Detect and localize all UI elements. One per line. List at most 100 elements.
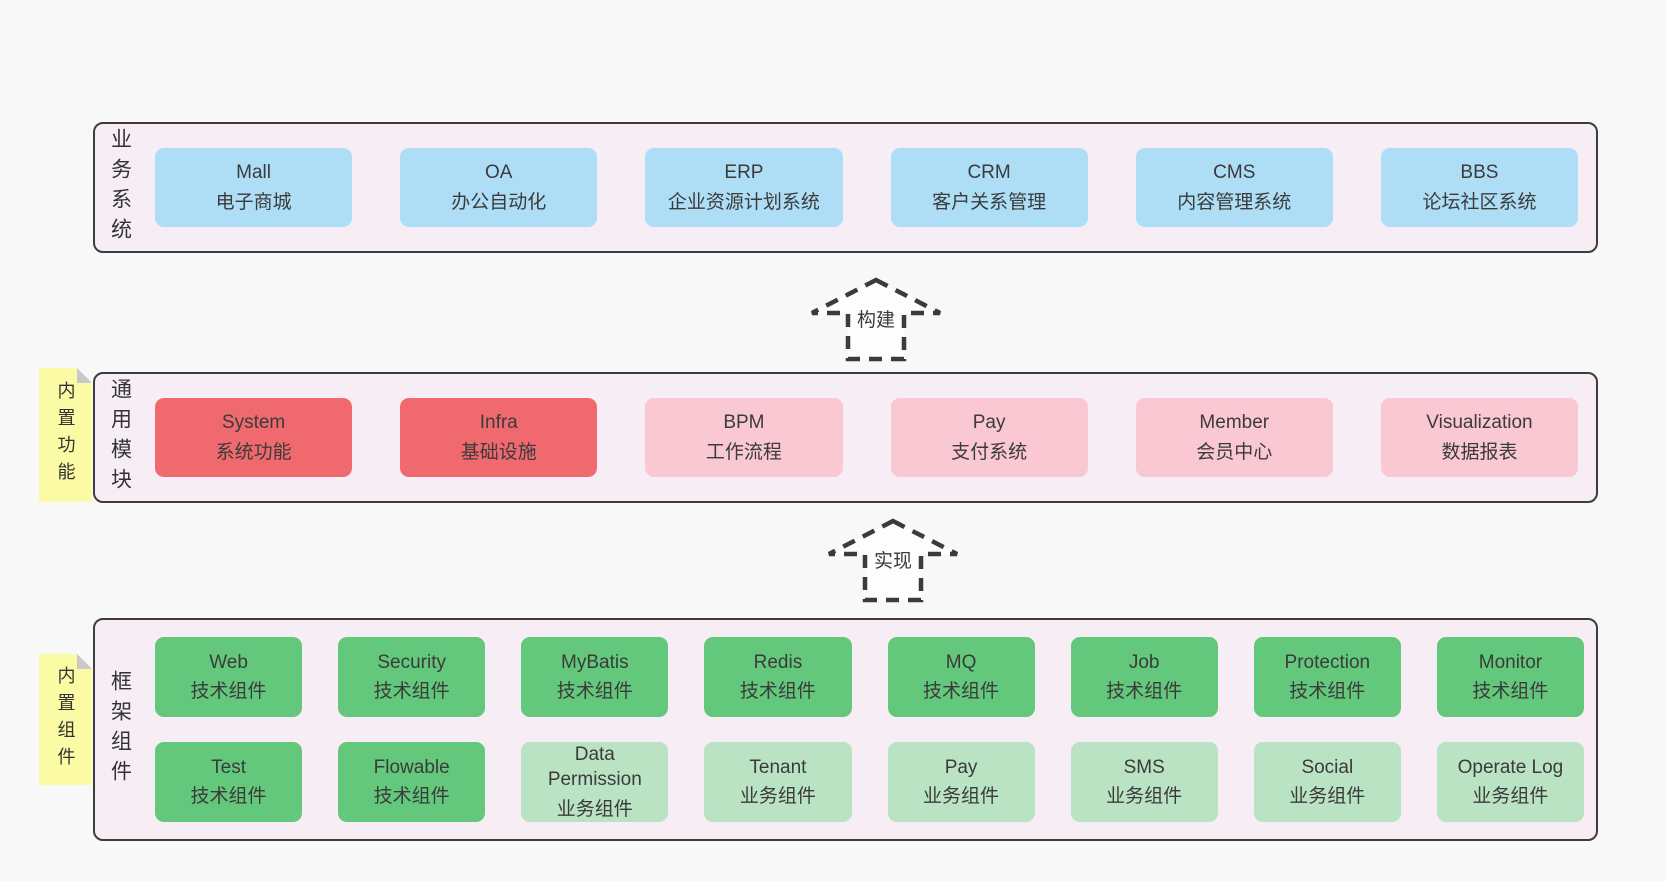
box-subtitle: 技术组件 [739, 681, 816, 702]
box-erp: ERP 企业资源计划系统 [645, 148, 843, 227]
box-title: Mall [236, 161, 271, 183]
sticky-note-text: 内置组件 [55, 665, 76, 774]
box-subtitle: 系统功能 [215, 442, 292, 463]
box-subtitle: 业务组件 [1472, 786, 1549, 807]
box-title: System [221, 411, 286, 433]
box-subtitle: 基础设施 [460, 442, 537, 463]
box-subtitle: 业务组件 [923, 786, 1000, 807]
box-title: Security [377, 651, 446, 673]
box-bpm: BPM 工作流程 [645, 398, 843, 477]
box-member: Member 会员中心 [1135, 398, 1333, 477]
box-security: Security 技术组件 [338, 637, 486, 717]
box-subtitle: 数据报表 [1441, 442, 1518, 463]
box-subtitle: 业务组件 [1106, 786, 1183, 807]
box-flowable: Flowable 技术组件 [338, 742, 486, 822]
framework-components-row-2: Test 技术组件 Flowable 技术组件 Data Permission … [155, 742, 1584, 822]
box-subtitle: 技术组件 [190, 681, 267, 702]
box-infra: Infra 基础设施 [400, 398, 598, 477]
box-pay: Pay 支付系统 [890, 398, 1088, 477]
box-web: Web 技术组件 [155, 637, 303, 717]
common-modules-box-row: System 系统功能 Infra 基础设施 BPM 工作流程 Pay 支付系统… [145, 374, 1596, 501]
box-title: Protection [1284, 651, 1371, 673]
box-subtitle: 技术组件 [373, 681, 450, 702]
framework-components-rows: Web 技术组件 Security 技术组件 MyBatis 技术组件 Redi… [145, 620, 1596, 839]
box-subtitle: 技术组件 [1106, 681, 1183, 702]
sticky-note-builtin-features: 内置功能 [39, 368, 92, 502]
framework-components-row-1: Web 技术组件 Security 技术组件 MyBatis 技术组件 Redi… [155, 637, 1584, 717]
box-oa: OA 办公自动化 [400, 148, 598, 227]
box-subtitle: 支付系统 [951, 442, 1028, 463]
build-arrow: 构建 [809, 277, 943, 362]
box-title: Visualization [1426, 411, 1533, 433]
framework-components-panel: 框架组件 Web 技术组件 Security 技术组件 MyBatis 技术组件… [93, 618, 1598, 841]
box-bbs: BBS 论坛社区系统 [1380, 148, 1579, 227]
box-subtitle: 客户关系管理 [932, 192, 1047, 213]
box-tenant: Tenant 业务组件 [704, 742, 852, 822]
box-subtitle: 业务组件 [1289, 786, 1366, 807]
box-title: MQ [945, 651, 977, 673]
box-subtitle: 技术组件 [556, 681, 633, 702]
common-modules-panel: 通用模块 System 系统功能 Infra 基础设施 BPM 工作流程 Pay… [93, 372, 1598, 503]
box-subtitle: 技术组件 [373, 786, 450, 807]
box-monitor: Monitor 技术组件 [1436, 637, 1584, 717]
box-redis: Redis 技术组件 [704, 637, 852, 717]
box-title: Web [209, 651, 248, 673]
box-sms: SMS 业务组件 [1070, 742, 1218, 822]
box-test: Test 技术组件 [155, 742, 303, 822]
box-subtitle: 技术组件 [923, 681, 1000, 702]
box-subtitle: 会员中心 [1196, 442, 1273, 463]
box-title: Social [1301, 756, 1354, 778]
box-data-permission: Data Permission 业务组件 [521, 742, 669, 822]
framework-components-panel-label: 框架组件 [95, 620, 145, 839]
box-title: Test [211, 756, 246, 778]
box-subtitle: 电子商城 [215, 192, 292, 213]
box-title: ERP [724, 161, 764, 183]
box-subtitle: 内容管理系统 [1177, 192, 1292, 213]
common-modules-panel-label: 通用模块 [95, 374, 145, 501]
box-operate-log: Operate Log 业务组件 [1436, 742, 1584, 822]
implement-arrow-label: 实现 [871, 546, 915, 573]
business-systems-panel: 业务系统 Mall 电子商城 OA 办公自动化 ERP 企业资源计划系统 CRM… [93, 122, 1598, 253]
box-title: BPM [723, 411, 765, 433]
box-title: Operate Log [1457, 756, 1564, 778]
box-system: System 系统功能 [155, 398, 353, 477]
box-job: Job 技术组件 [1070, 637, 1218, 717]
panel-label-text: 框架组件 [108, 669, 132, 790]
business-systems-panel-label: 业务系统 [95, 124, 145, 251]
box-subtitle: 技术组件 [1472, 681, 1549, 702]
box-subtitle: 技术组件 [190, 786, 267, 807]
box-title: Redis [753, 651, 803, 673]
box-title: OA [485, 161, 513, 183]
box-subtitle: 技术组件 [1289, 681, 1366, 702]
box-mybatis: MyBatis 技术组件 [521, 637, 669, 717]
box-title: MyBatis [561, 651, 629, 673]
box-subtitle: 业务组件 [556, 798, 633, 820]
box-mq: MQ 技术组件 [887, 637, 1035, 717]
box-subtitle: 办公自动化 [451, 192, 547, 213]
sticky-note-text: 内置功能 [55, 381, 76, 489]
box-subtitle: 工作流程 [705, 442, 782, 463]
box-title: Pay [944, 756, 978, 778]
box-title: Data Permission [547, 744, 642, 791]
box-subtitle: 论坛社区系统 [1422, 192, 1537, 213]
box-title: Job [1128, 651, 1160, 673]
box-social: Social 业务组件 [1253, 742, 1401, 822]
box-title: SMS [1123, 756, 1165, 778]
box-title: Member [1199, 411, 1270, 433]
box-title: BBS [1460, 161, 1499, 183]
business-systems-box-row: Mall 电子商城 OA 办公自动化 ERP 企业资源计划系统 CRM 客户关系… [145, 124, 1596, 251]
panel-label-text: 通用模块 [108, 377, 132, 498]
panel-label-text: 业务系统 [108, 127, 132, 248]
build-arrow-label: 构建 [854, 305, 898, 332]
box-protection: Protection 技术组件 [1253, 637, 1401, 717]
box-title: Monitor [1478, 651, 1543, 673]
box-title: Tenant [749, 756, 807, 778]
box-crm: CRM 客户关系管理 [890, 148, 1088, 227]
box-title: Pay [972, 411, 1006, 433]
box-title: Infra [479, 411, 518, 433]
sticky-note-builtin-components: 内置组件 [39, 654, 92, 785]
box-title: Flowable [373, 756, 450, 778]
box-subtitle: 企业资源计划系统 [667, 192, 820, 213]
box-visualization: Visualization 数据报表 [1380, 398, 1579, 477]
box-cms: CMS 内容管理系统 [1135, 148, 1333, 227]
